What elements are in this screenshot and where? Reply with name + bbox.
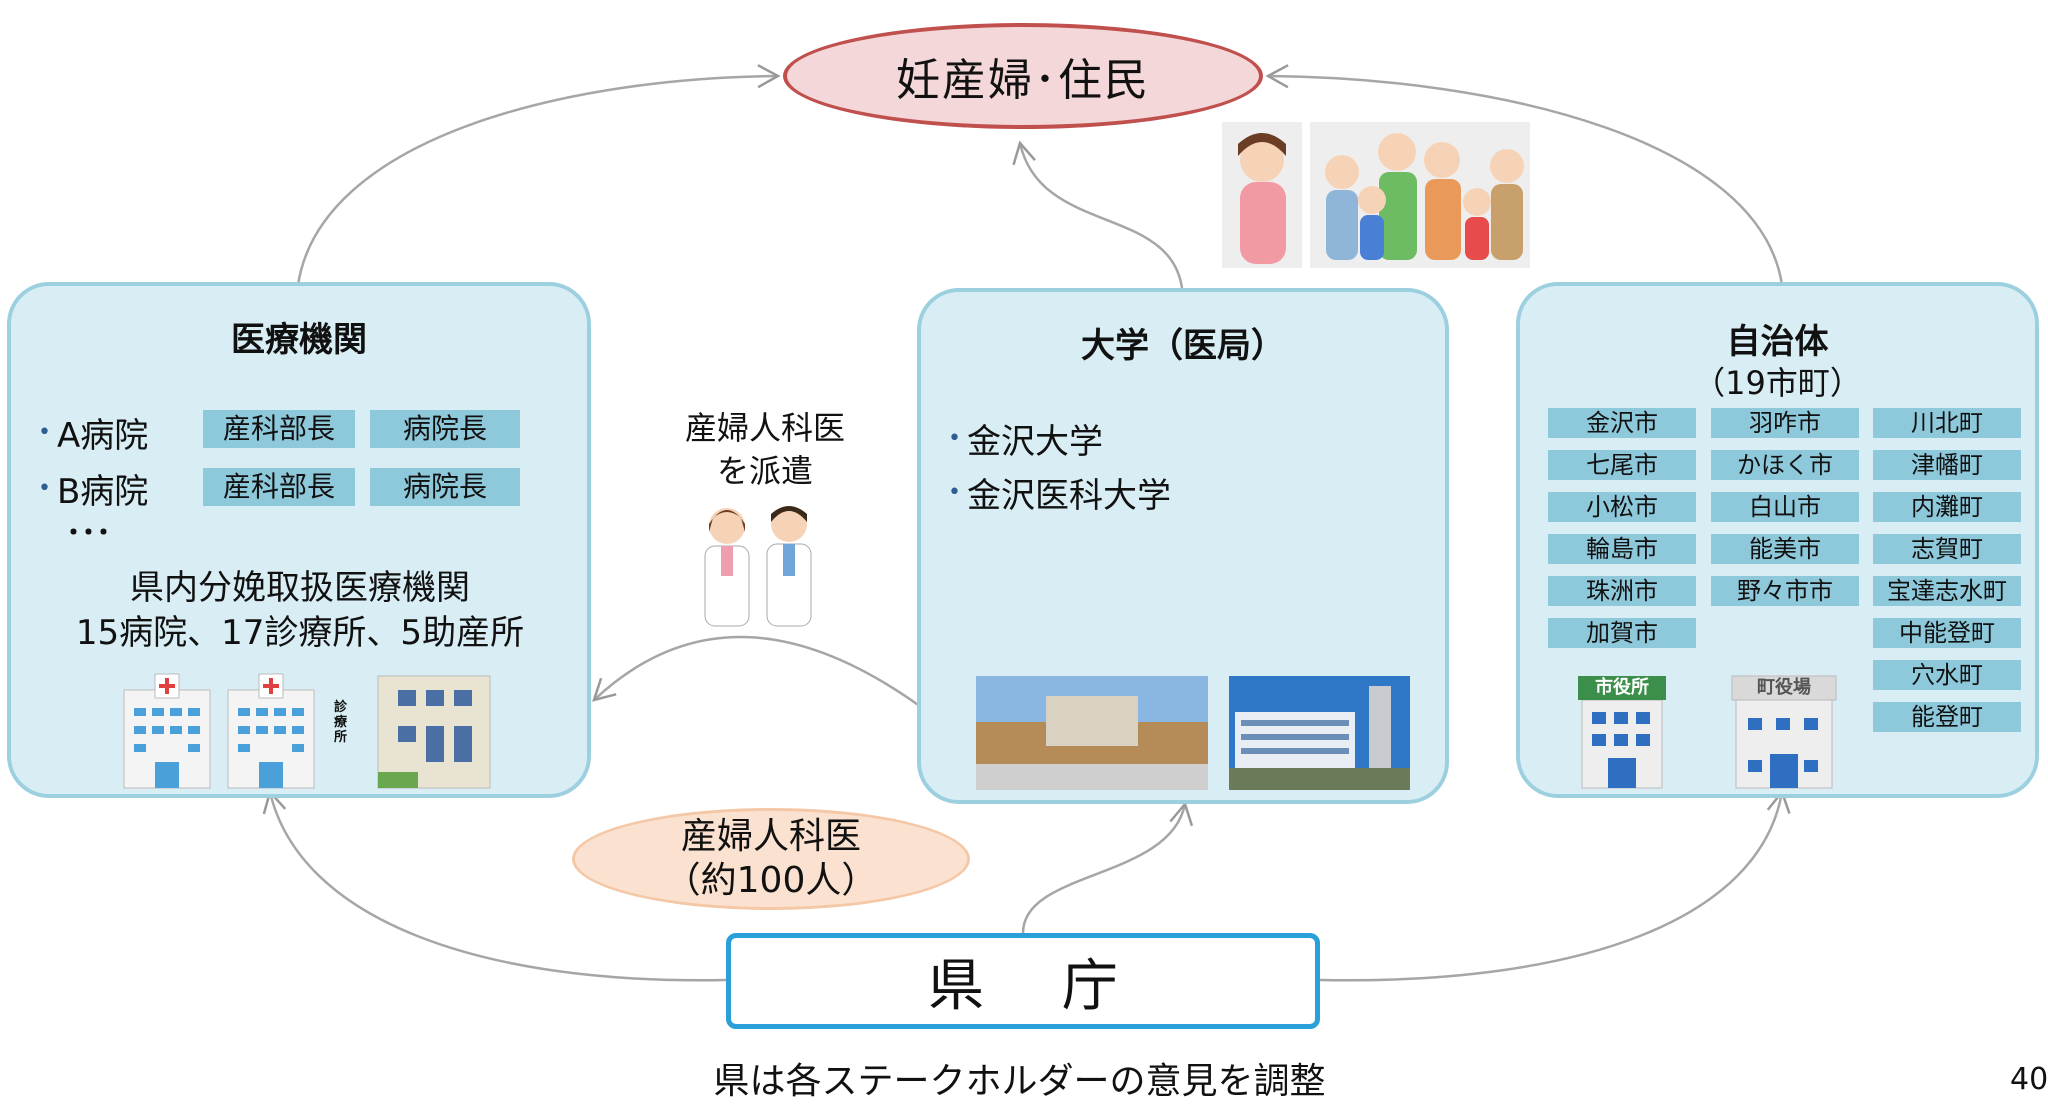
dispatch-label-line2: を派遣 — [716, 452, 813, 490]
municipality-item: 志賀町 — [1873, 534, 2021, 564]
kanazawa-univ-photo — [976, 676, 1208, 790]
doctors-line2: （約100人） — [664, 860, 878, 901]
hospital-b-item: •B病院 — [38, 464, 148, 513]
bullet-icon: • — [38, 420, 51, 445]
page-number: 40 — [2010, 1062, 2048, 1097]
municipality-item: 宝達志水町 — [1873, 576, 2021, 606]
municipality-item: 七尾市 — [1548, 450, 1696, 480]
municipality-item: 中能登町 — [1873, 618, 2021, 648]
hospital-b-role-1: 産科部長 — [203, 468, 355, 506]
family-illustration — [1222, 122, 1530, 268]
town-office-building — [1731, 675, 1837, 789]
prefecture-label: 県 庁 — [928, 953, 1148, 1019]
university-item-2-label: 金沢医科大学 — [966, 476, 1171, 516]
university-item-1-label: 金沢大学 — [966, 422, 1103, 462]
municipality-item: 能登町 — [1873, 702, 2021, 732]
hospital-a-role-2: 病院長 — [370, 410, 520, 448]
municipal-offices-illustration — [1578, 675, 1837, 789]
arrow-municipality-to-residents — [1265, 64, 1784, 286]
municipality-item: 白山市 — [1711, 492, 1859, 522]
municipality-item: 小松市 — [1548, 492, 1696, 522]
university-photos — [976, 676, 1410, 790]
municipality-item: 金沢市 — [1548, 408, 1696, 438]
municipality-item: 羽咋市 — [1711, 408, 1859, 438]
municipality-item: 川北町 — [1873, 408, 2021, 438]
municipality-item: 加賀市 — [1548, 618, 1696, 648]
residents-label: 妊産婦･住民 — [896, 55, 1150, 106]
doctors-count-node: 産婦人科医 （約100人） — [572, 808, 970, 910]
hospital-b-role-2: 病院長 — [370, 468, 520, 506]
residents-node: 妊産婦･住民 — [783, 23, 1263, 129]
municipality-item: 能美市 — [1711, 534, 1859, 564]
more-ellipsis: ･･･ — [66, 516, 111, 551]
hospital-a-item: •A病院 — [38, 408, 148, 457]
hospital-b-label: B病院 — [56, 472, 149, 512]
kanazawa-medical-univ-photo — [1229, 676, 1410, 790]
clinic-sign: 診療所 — [334, 700, 348, 745]
dispatch-label-line1: 産婦人科医 — [684, 409, 845, 447]
municipality-panel-title: 自治体 — [1726, 322, 1829, 362]
hospital-a-label: A病院 — [56, 416, 149, 456]
medical-summary-line1: 県内分娩取扱医療機関 — [130, 568, 470, 608]
arrow-university-to-residents — [1012, 140, 1184, 289]
city-office-building — [1578, 676, 1666, 789]
arrow-medical-to-residents — [296, 64, 781, 286]
municipality-item: 野々市市 — [1711, 576, 1859, 606]
arrow-pref-to-university — [1021, 801, 1194, 934]
doctors-line1: 産婦人科医 — [680, 816, 861, 857]
university-item-2: •金沢医科大学 — [948, 468, 1171, 517]
caption: 県は各ステークホルダーの意見を調整 — [713, 1061, 1326, 1102]
bullet-icon: • — [948, 480, 961, 505]
university-panel-title: 大学（医局） — [1081, 326, 1285, 366]
municipality-panel-subtitle: （19市町） — [1693, 364, 1862, 402]
bullet-icon: • — [948, 426, 961, 451]
municipality-item: 珠洲市 — [1548, 576, 1696, 606]
municipality-item: 内灘町 — [1873, 492, 2021, 522]
university-item-1: •金沢大学 — [948, 414, 1103, 463]
arrow-pref-to-medical — [262, 789, 727, 982]
municipality-item: かほく市 — [1711, 450, 1859, 480]
bullet-icon: • — [38, 476, 51, 501]
municipality-item: 津幡町 — [1873, 450, 2021, 480]
city-office-sign: 市役所 — [1595, 677, 1649, 698]
doctors-illustration — [704, 506, 812, 627]
municipality-item: 輪島市 — [1548, 534, 1696, 564]
medical-summary-line2: 15病院、17診療所、5助産所 — [75, 613, 525, 653]
prefecture-node: 県 庁 — [726, 933, 1320, 1029]
hospital-buildings-illustration — [123, 673, 491, 789]
arrow-university-to-medical — [592, 635, 922, 709]
hospital-a-role-1: 産科部長 — [203, 410, 355, 448]
town-office-sign: 町役場 — [1757, 677, 1811, 698]
arrow-pref-to-municipality — [1319, 789, 1791, 982]
municipality-item: 穴水町 — [1873, 660, 2021, 690]
medical-panel-title: 医療機関 — [231, 320, 367, 360]
